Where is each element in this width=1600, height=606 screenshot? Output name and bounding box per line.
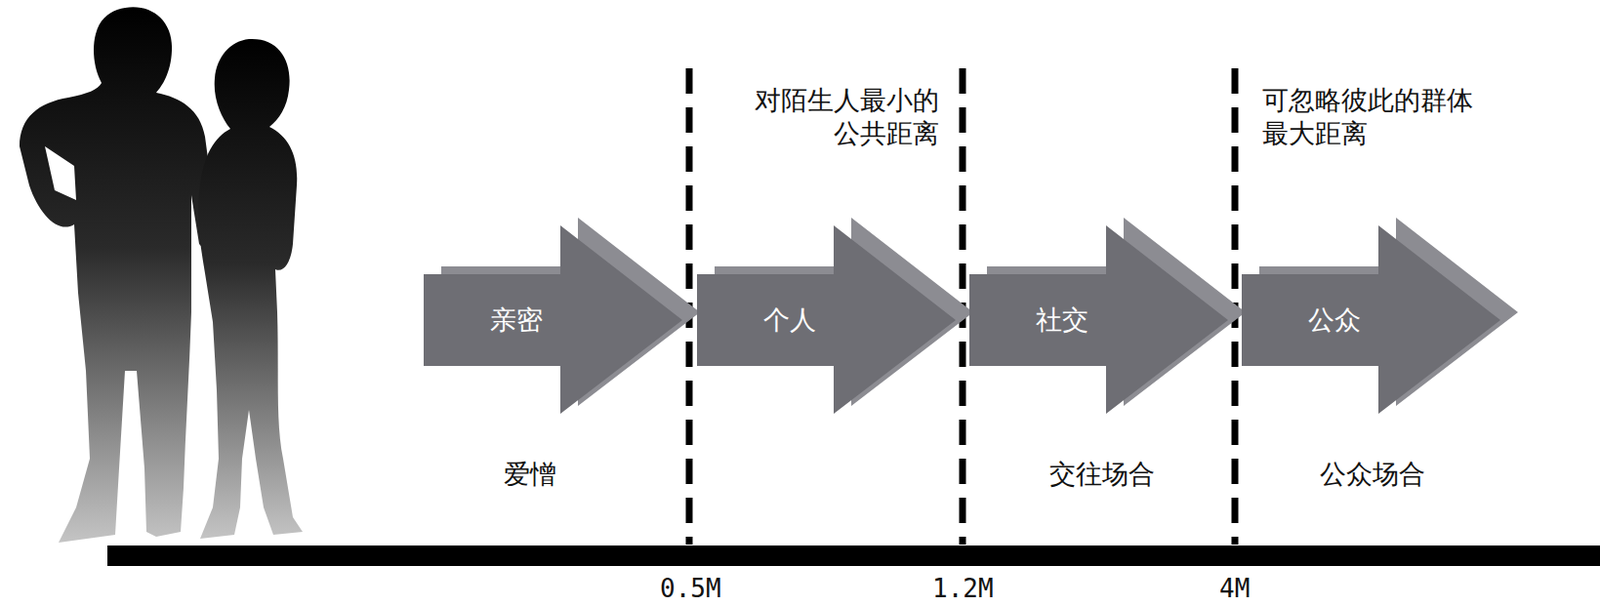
arrow-outline — [423, 216, 703, 417]
distance-mark: 4M — [1217, 573, 1252, 606]
arrow-body — [1241, 225, 1501, 414]
zone-name: 亲密 — [490, 305, 543, 335]
zone-name: 个人 — [763, 305, 817, 335]
arrow-body — [969, 225, 1229, 414]
arrow-shape: 公众 — [1241, 216, 1521, 417]
zone-use: 爱憎 — [503, 457, 557, 492]
zone-use: 交往场合 — [1049, 457, 1155, 492]
ground-line — [107, 545, 1600, 567]
zone-name: 公众 — [1308, 305, 1361, 335]
arrow-outline — [697, 216, 977, 417]
arrow-outline — [1241, 216, 1521, 417]
arrow-shape: 社交 — [969, 216, 1249, 417]
arrow-body — [697, 225, 956, 414]
zone-note: 可忽略彼此的群体 最大距离 — [1262, 83, 1481, 151]
arrow-outline — [969, 216, 1249, 417]
arrow-shape: 亲密 — [423, 216, 703, 417]
man-silhouette — [19, 6, 218, 543]
arrow-shape: 个人 — [697, 216, 977, 417]
zone-name: 社交 — [1035, 305, 1089, 335]
arrow-body — [423, 225, 683, 414]
zone-note: 对陌生人最小的 公共距离 — [746, 83, 940, 151]
woman-silhouette — [198, 39, 303, 539]
zone-use: 公众场合 — [1319, 457, 1426, 492]
distance-mark: 1.2M — [930, 573, 996, 606]
distance-mark: 0.5M — [657, 573, 724, 606]
